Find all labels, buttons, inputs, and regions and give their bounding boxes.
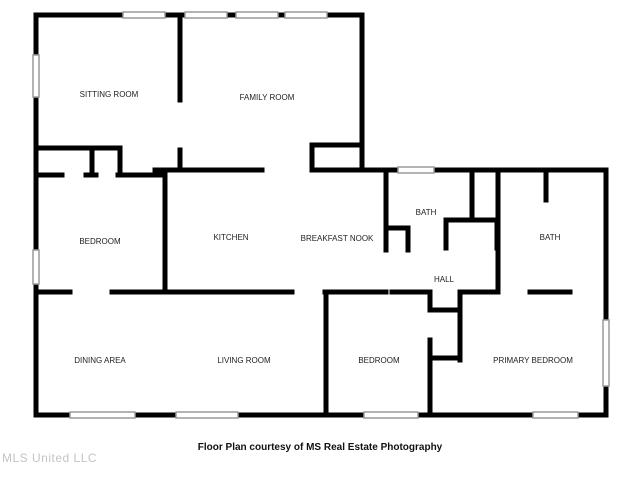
room-label-dining-area: DINING AREA [74, 356, 126, 365]
room-label-bath-2: BATH [540, 233, 561, 242]
room-label-family-room: FAMILY ROOM [240, 93, 295, 102]
floor-plan-caption: Floor Plan courtesy of MS Real Estate Ph… [197, 442, 443, 453]
room-label-hall: HALL [434, 275, 455, 284]
room-label-sitting-room: SITTING ROOM [80, 90, 139, 99]
floor-plan: SITTING ROOM FAMILY ROOM BATH BEDROOM KI… [32, 11, 610, 419]
room-label-breakfast-nook: BREAKFAST NOOK [301, 234, 374, 243]
room-label-bath-1: BATH [416, 208, 437, 217]
room-label-bedroom-1: BEDROOM [79, 237, 121, 246]
room-label-bedroom-2: BEDROOM [358, 356, 400, 365]
room-label-living-room: LIVING ROOM [217, 356, 271, 365]
room-label-kitchen: KITCHEN [213, 233, 248, 242]
walls [33, 12, 609, 418]
watermark: MLS United LLC [2, 451, 98, 465]
windows [32, 11, 610, 419]
room-labels: SITTING ROOM FAMILY ROOM BATH BEDROOM KI… [74, 90, 573, 365]
room-label-primary-bedroom: PRIMARY BEDROOM [493, 356, 573, 365]
